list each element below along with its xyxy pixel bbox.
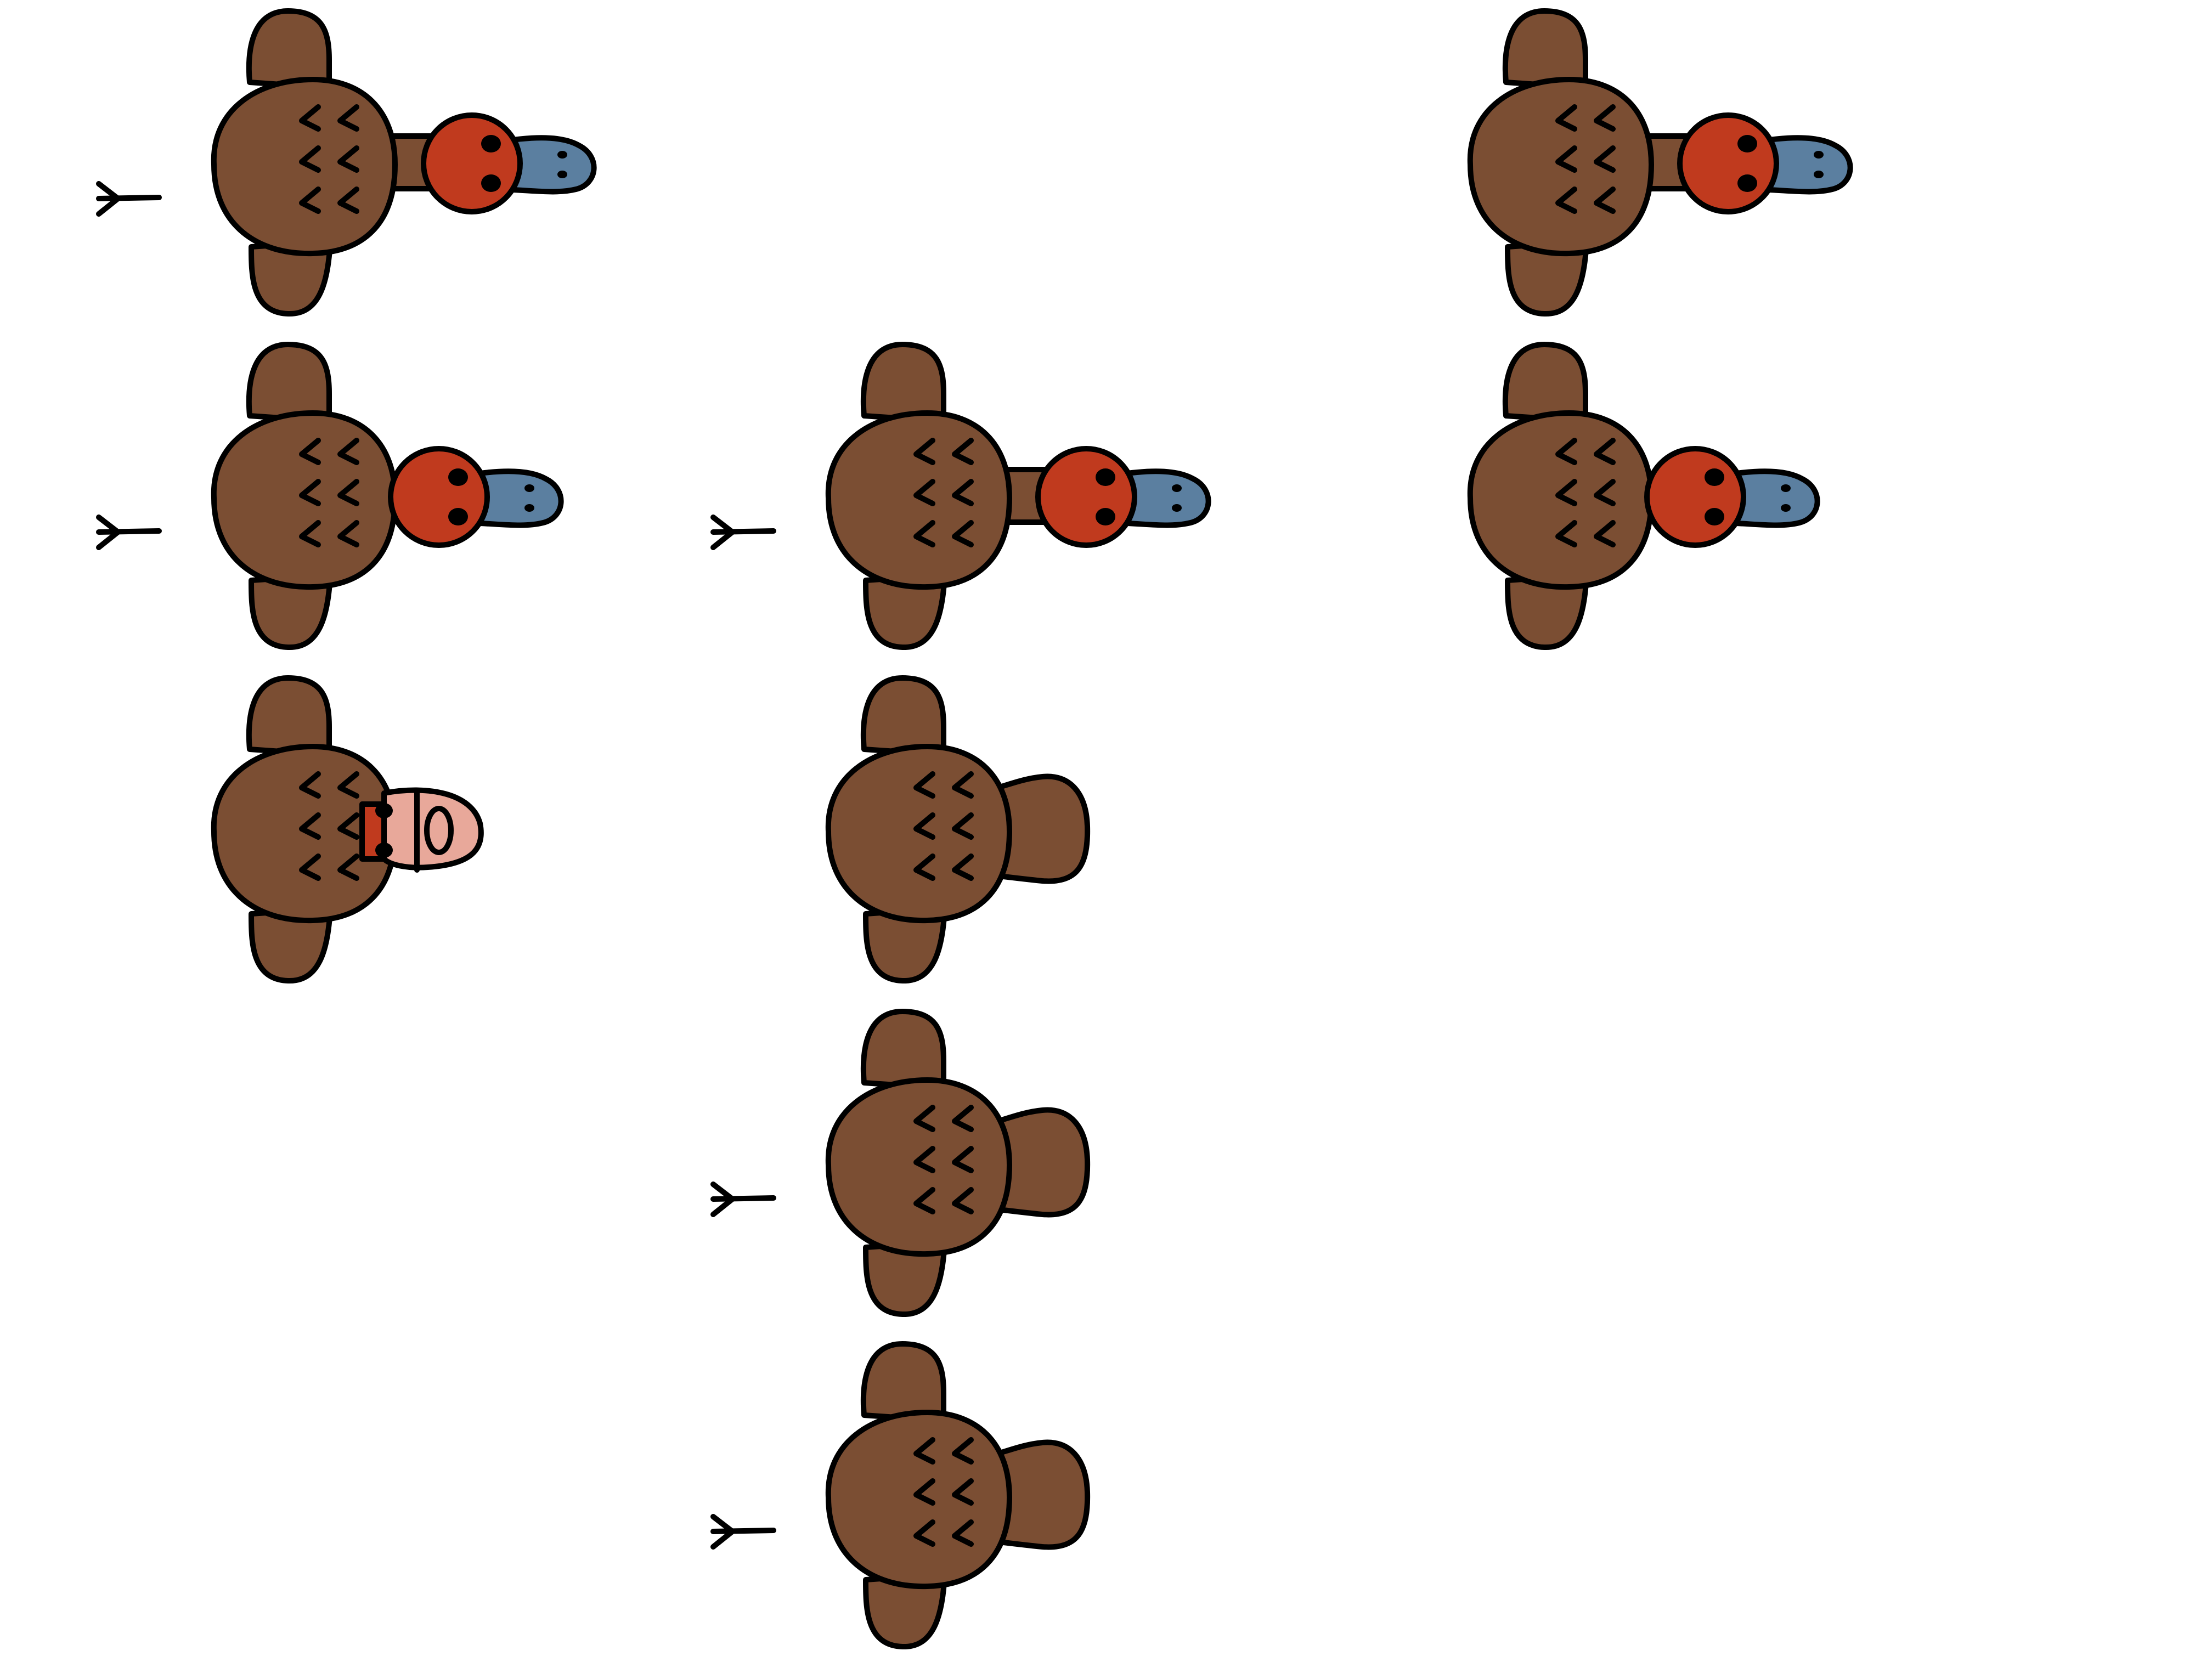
top-wing xyxy=(246,342,332,424)
bottom-wing xyxy=(1505,572,1589,651)
bird-graphic xyxy=(710,1341,1091,1650)
feather-marks xyxy=(299,104,359,214)
bird-graphic xyxy=(710,1009,1091,1318)
top-wing xyxy=(860,342,946,424)
bird-graphic xyxy=(710,342,1211,651)
bird-graphic xyxy=(825,675,1091,984)
bottom-wing xyxy=(249,239,333,317)
bird-sprite-6 xyxy=(691,1000,1240,1330)
feather-marks xyxy=(299,771,359,881)
bird-sprite-5 xyxy=(691,667,1240,996)
bird-sprite-9 xyxy=(1333,333,1882,663)
tail-icon xyxy=(710,1514,776,1550)
bottom-wing xyxy=(249,906,333,984)
feather-marks xyxy=(913,1105,974,1214)
top-wing xyxy=(246,675,332,757)
tail-icon xyxy=(710,1182,776,1217)
body xyxy=(1467,77,1654,257)
bird-sprite-3 xyxy=(77,667,625,996)
bottom-wing xyxy=(249,572,333,651)
bottom-wing xyxy=(1505,239,1589,317)
head xyxy=(388,446,564,548)
bottom-wing xyxy=(863,1571,947,1650)
tail-icon xyxy=(710,515,776,550)
feather-marks xyxy=(913,1437,974,1547)
tail-icon xyxy=(96,515,162,550)
head xyxy=(359,787,484,873)
head xyxy=(421,112,597,214)
top-wing xyxy=(1502,342,1588,424)
feather-marks xyxy=(1555,104,1616,214)
body xyxy=(211,77,398,257)
body xyxy=(1467,410,1654,590)
top-wing xyxy=(1502,8,1588,91)
top-wing xyxy=(246,8,332,91)
bird-graphic xyxy=(211,675,484,984)
bird-sprite-4 xyxy=(691,333,1240,663)
head xyxy=(1035,446,1211,548)
body xyxy=(825,1410,1012,1590)
body xyxy=(825,744,1012,924)
top-wing xyxy=(860,675,946,757)
feather-marks xyxy=(913,771,974,881)
bottom-wing xyxy=(863,1239,947,1318)
top-wing xyxy=(860,1341,946,1423)
bottom-wing xyxy=(863,572,947,651)
top-wing xyxy=(860,1009,946,1091)
body xyxy=(211,410,398,590)
bird-graphic xyxy=(96,8,597,317)
bird-graphic xyxy=(1467,8,1853,317)
bird-sprite-1 xyxy=(77,0,625,329)
bird-sprite-7 xyxy=(691,1333,1240,1662)
head xyxy=(1644,446,1820,548)
body xyxy=(825,410,1012,590)
bird-graphic xyxy=(96,342,564,651)
feather-marks xyxy=(913,438,974,547)
bird-sprite-8 xyxy=(1333,0,1882,329)
tail-icon xyxy=(96,181,162,217)
feather-marks xyxy=(299,438,359,547)
bottom-wing xyxy=(863,906,947,984)
head xyxy=(1677,112,1853,214)
bird-graphic xyxy=(1467,342,1820,651)
body xyxy=(825,1077,1012,1257)
feather-marks xyxy=(1555,438,1616,547)
bird-sprite-2 xyxy=(77,333,625,663)
